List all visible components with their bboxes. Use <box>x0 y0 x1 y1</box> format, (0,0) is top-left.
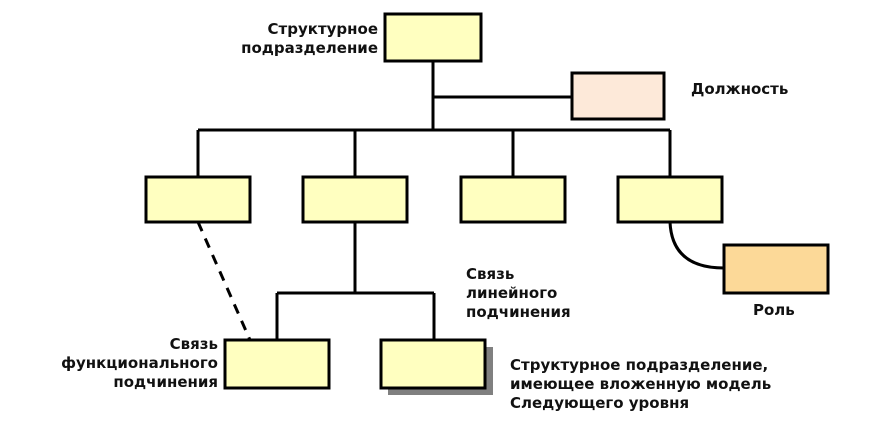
position-box[interactable] <box>570 71 666 121</box>
role-link-curve <box>668 221 725 270</box>
nested-unit-box[interactable] <box>379 338 487 390</box>
unit-box-4[interactable] <box>616 175 724 224</box>
linear-link-label: Связь линейного подчинения <box>466 265 571 321</box>
role-box[interactable] <box>722 243 830 295</box>
unit-box-2[interactable] <box>301 175 409 224</box>
top-unit-label: Структурное подразделение <box>241 20 378 57</box>
functional-link-label: Связь функционального подчинения <box>61 335 218 391</box>
position-label: Должность <box>691 80 789 98</box>
unit-box-1[interactable] <box>144 175 252 224</box>
functional-dashed-link <box>196 221 252 341</box>
role-label: Роль <box>753 301 795 319</box>
connectors <box>196 62 725 340</box>
nested-unit-label: Структурное подразделение, имеющее вложе… <box>510 356 772 412</box>
sub-unit-box[interactable] <box>223 338 331 390</box>
top-unit-box[interactable] <box>383 12 483 63</box>
boxes <box>144 12 830 390</box>
unit-box-3[interactable] <box>459 175 567 224</box>
